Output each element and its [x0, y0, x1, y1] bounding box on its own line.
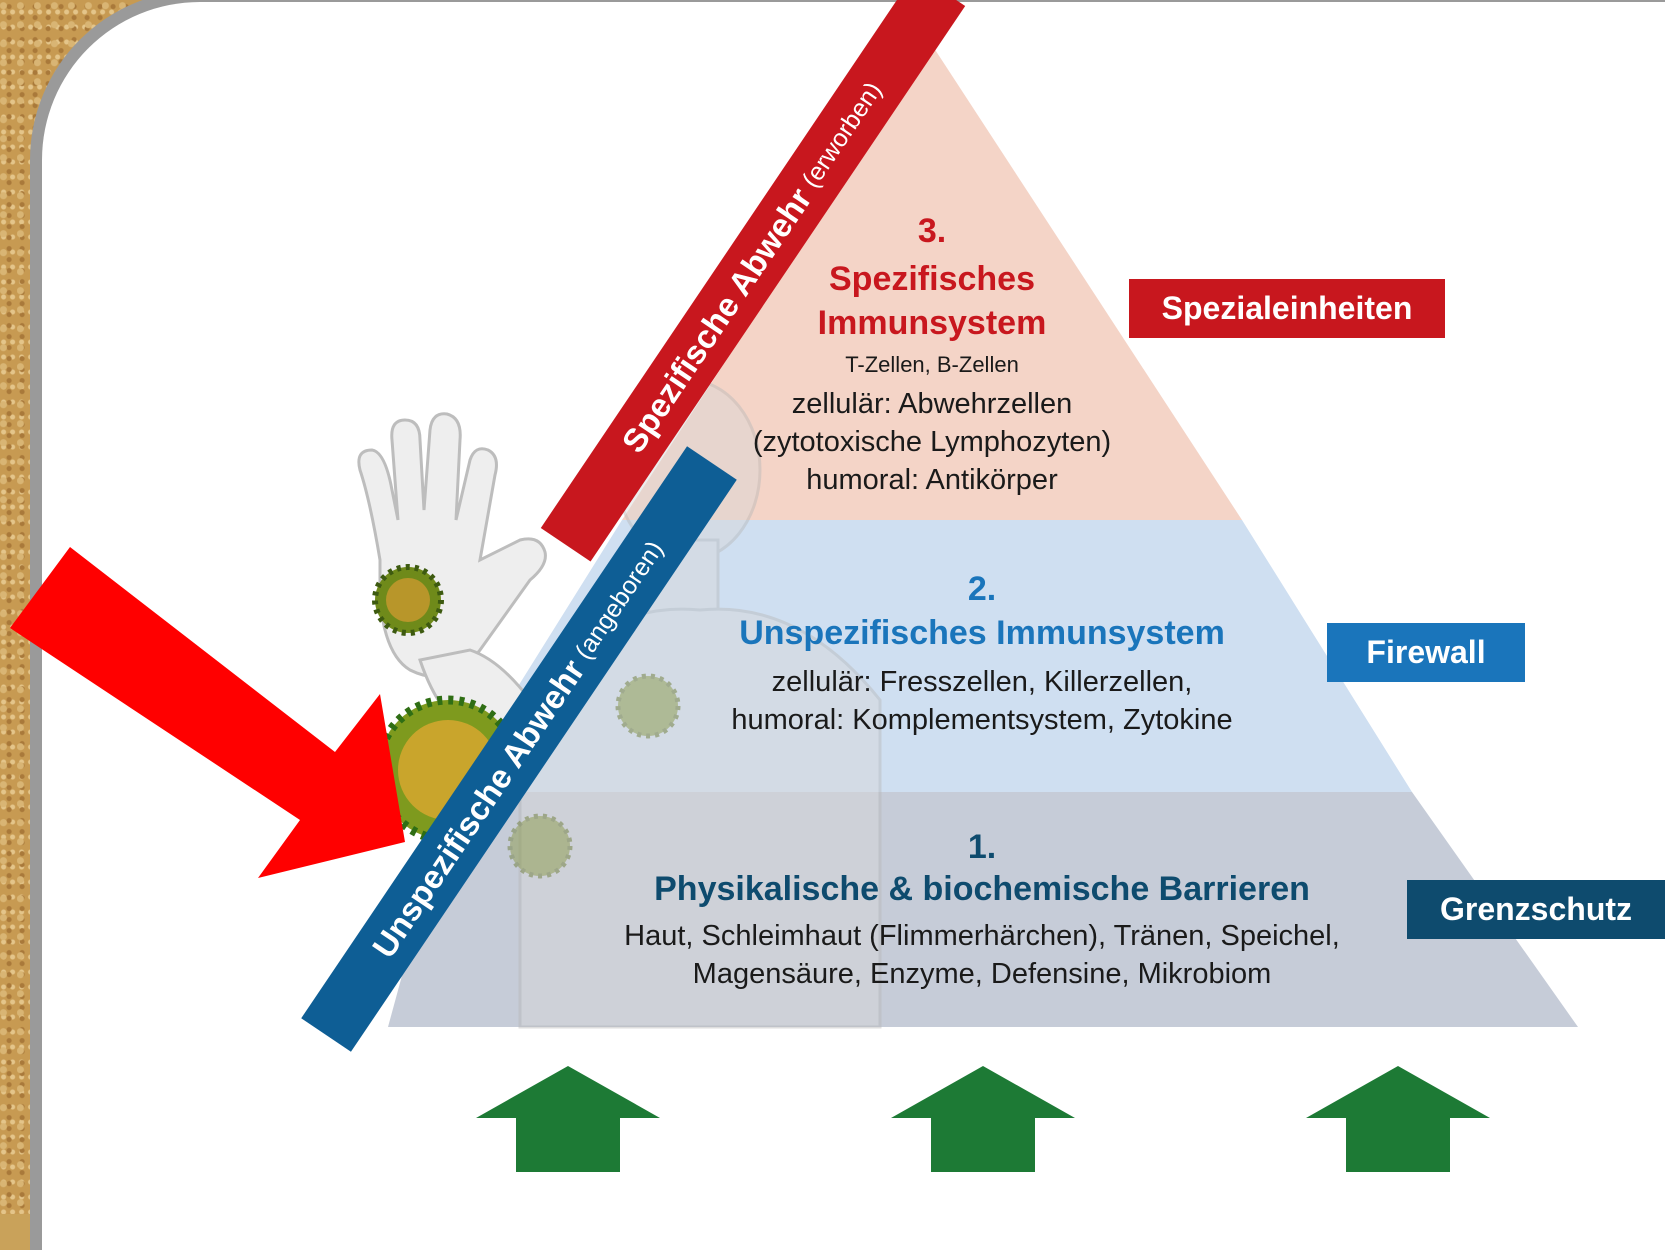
tier1-number: 1. [967, 828, 997, 866]
tag-spezialeinheiten: Spezialeinheiten [1129, 279, 1445, 338]
tier2-number: 2. [967, 570, 997, 608]
tier3-body-line3: humoral: Antikörper [806, 464, 1058, 496]
tier3-cells: T-Zellen, B-Zellen [845, 352, 1019, 377]
green-up-arrow-icon [1306, 1066, 1490, 1172]
tier3-title-line2: Immunsystem [817, 304, 1047, 342]
tier2-shape [452, 520, 1412, 792]
tier3-body-line1: zellulär: Abwehrzellen [791, 388, 1073, 420]
red-arrow-icon [10, 547, 405, 878]
green-up-arrow-icon [891, 1066, 1075, 1172]
tier1-shape [388, 792, 1578, 1027]
tier1-body-line2: Magensäure, Enzyme, Defensine, Mikrobiom [692, 958, 1272, 990]
tier3-number: 3. [917, 212, 947, 250]
tier2-body-line1: zellulär: Fresszellen, Killerzellen, [771, 666, 1193, 698]
virus-icon [615, 673, 681, 739]
green-up-arrow-icon [476, 1066, 660, 1172]
virus-icon [372, 564, 444, 636]
tag-grenzschutz: Grenzschutz [1407, 880, 1665, 939]
tag-firewall: Firewall [1327, 623, 1525, 682]
tier2-title: Unspezifisches Immunsystem [739, 614, 1225, 652]
tier3-title-line1: Spezifisches [829, 260, 1035, 298]
virus-icon [507, 813, 573, 879]
tier1-title: Physikalische & biochemische Barrieren [654, 870, 1310, 908]
tier3-shape [622, 45, 1242, 520]
tier2-body-line2: humoral: Komplementsystem, Zytokine [731, 704, 1233, 736]
tier1-body-line1: Haut, Schleimhaut (Flimmerhärchen), Trän… [624, 920, 1340, 952]
tier3-body-line2: (zytotoxische Lymphozyten) [752, 426, 1112, 458]
pyramid-graphic [10, 45, 1578, 1172]
